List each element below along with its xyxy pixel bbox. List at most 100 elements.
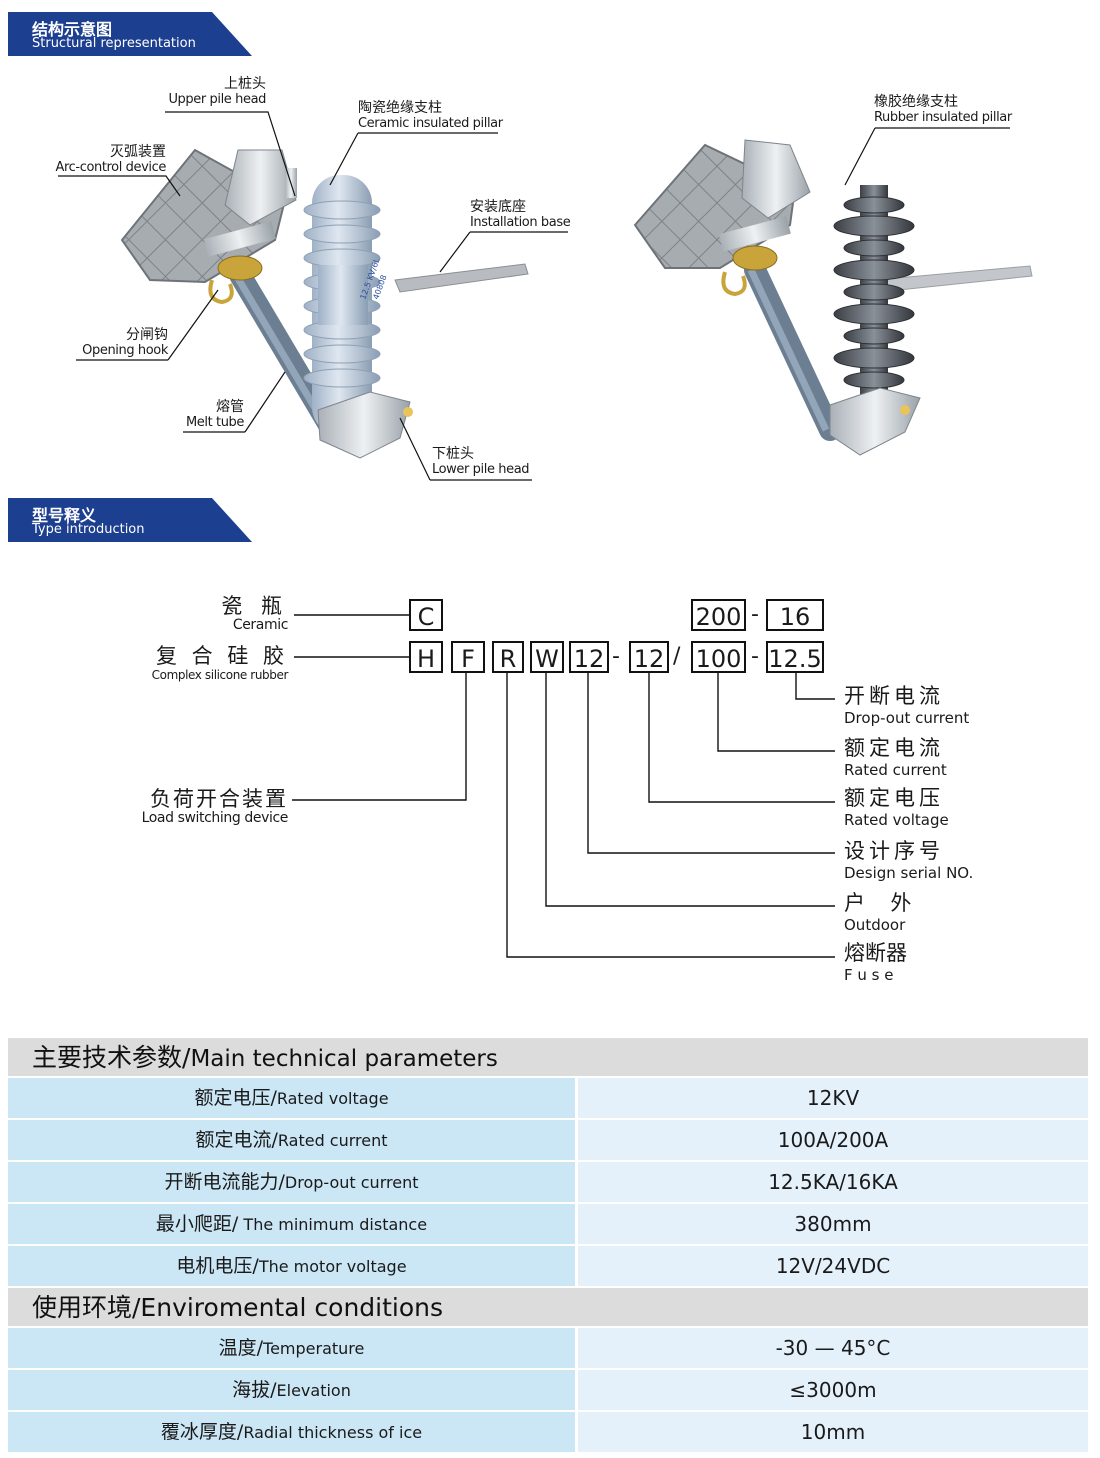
label-ceramic-pillar: 陶瓷绝缘支柱 Ceramic insulated pillar — [358, 100, 503, 132]
label-ceramic-pillar-en: Ceramic insulated pillar — [358, 116, 503, 131]
label-rubber-pillar-zh: 橡胶绝缘支柱 — [874, 94, 958, 110]
row-label: 温度/Temperature — [8, 1328, 575, 1368]
ceramic-fuse-drawing: 12.5 KV/6L 40808 — [120, 148, 529, 459]
label-opening-hook-en: Opening hook — [82, 343, 168, 358]
row-label-en: Rated voltage — [276, 1089, 389, 1108]
label-ceramic-pillar-zh: 陶瓷绝缘支柱 — [358, 100, 442, 116]
code-box-dropout-top: 16 — [766, 599, 824, 631]
banner-title-zh: 结构示意图 — [32, 20, 113, 39]
row-value: 12KV — [578, 1078, 1088, 1118]
row-value: 10mm — [578, 1412, 1088, 1452]
row-label-en: Temperature — [263, 1339, 365, 1358]
label-lower-pile-head-en: Lower pile head — [432, 462, 530, 477]
code-box-f: F — [451, 641, 485, 673]
label-installation-base-en: Installation base — [470, 215, 571, 230]
label-lower-pile-head: 下桩头 Lower pile head — [432, 446, 530, 478]
row-value: -30 — 45°C — [578, 1328, 1088, 1368]
type-label-complex-en: Complex silicone rubber — [151, 668, 289, 682]
banner-shape — [8, 12, 252, 56]
row-value: 12.5KA/16KA — [578, 1162, 1088, 1202]
main-params-header: 主要技术参数/Main technical parameters — [8, 1038, 1088, 1076]
type-label-complex-zh: 复 合 硅 胶 — [155, 644, 288, 668]
label-rubber-pillar: 橡胶绝缘支柱 Rubber insulated pillar — [874, 94, 1012, 126]
type-label-load-switch: 负荷开合装置 Load switching device — [120, 788, 289, 826]
parameters-table: 主要技术参数/Main technical parameters 额定电压/Ra… — [8, 1038, 1088, 1452]
code-box-current-bottom: 100 — [691, 641, 746, 673]
type-right-design-serial-en: Design serial NO. — [844, 864, 974, 882]
section-banner-structure: 结构示意图 Structural representation — [8, 12, 252, 56]
row-label-zh: 额定电压/ — [194, 1087, 277, 1109]
code-box-w: W — [530, 641, 564, 673]
row-label-en: The minimum distance — [238, 1215, 428, 1234]
row-label-en: Radial thickness of ice — [243, 1423, 423, 1442]
label-arc-control-en: Arc-control device — [55, 160, 167, 175]
type-label-ceramic: 瓷 瓶 Ceramic — [150, 595, 288, 633]
type-right-rated-current: 额定电流 Rated current — [844, 737, 947, 781]
label-opening-hook-zh: 分闸钩 — [126, 327, 168, 343]
label-rubber-pillar-en: Rubber insulated pillar — [874, 110, 1012, 125]
code-box-design: 12 — [569, 641, 609, 673]
label-lower-pile-head-zh: 下桩头 — [432, 446, 474, 462]
label-arc-control-zh: 灭弧装置 — [110, 144, 166, 160]
row-label: 额定电压/Rated voltage — [8, 1078, 575, 1118]
row-label-en: Rated current — [277, 1131, 388, 1150]
label-arc-control: 灭弧装置 Arc-control device — [40, 144, 167, 176]
row-label: 开断电流能力/Drop-out current — [8, 1162, 575, 1202]
code-box-r: R — [492, 641, 524, 673]
code-box-c: C — [409, 599, 443, 631]
label-upper-pile-head-en: Upper pile head — [168, 92, 266, 107]
code-box-current-top: 200 — [691, 599, 746, 631]
type-right-rated-voltage-en: Rated voltage — [844, 811, 949, 829]
code-box-dropout-bottom: 12.5 — [766, 641, 824, 673]
banner-title-en: Structural representation — [32, 36, 196, 51]
code-slash: / — [673, 644, 681, 669]
type-right-rated-voltage-zh: 额定电压 — [844, 786, 944, 810]
type-label-load-switch-en: Load switching device — [141, 810, 289, 826]
row-label-zh: 额定电流/ — [195, 1129, 278, 1151]
row-label-zh: 温度/ — [218, 1337, 264, 1359]
type-right-fuse: 熔断器 F u s e — [844, 942, 907, 986]
banner-title-en: Type introduction — [32, 522, 145, 537]
type-right-outdoor-en: Outdoor — [844, 916, 906, 934]
rubber-fuse-drawing — [633, 139, 1033, 456]
row-label-zh: 海拔/ — [232, 1379, 277, 1401]
type-right-outdoor-zh: 户 外 — [844, 891, 916, 915]
type-right-design-serial: 设计序号 Design serial NO. — [844, 840, 973, 884]
row-label-en: The motor voltage — [258, 1257, 407, 1276]
row-value: 100A/200A — [578, 1120, 1088, 1160]
row-label: 最小爬距/ The minimum distance — [8, 1204, 575, 1244]
row-label-zh: 覆冰厚度/ — [160, 1421, 244, 1443]
banner-title-zh: 型号释义 — [32, 506, 97, 525]
row-label: 海拔/Elevation — [8, 1370, 575, 1410]
type-right-dropout-en: Drop-out current — [844, 709, 970, 727]
label-melt-tube-en: Melt tube — [185, 415, 244, 430]
row-value: ≤3000m — [578, 1370, 1088, 1410]
row-label-zh: 电机电压/ — [176, 1255, 259, 1277]
label-installation-base: 安装底座 Installation base — [470, 199, 571, 231]
type-label-ceramic-zh: 瓷 瓶 — [221, 594, 288, 618]
code-dash-1: - — [612, 644, 620, 669]
type-right-rated-current-en: Rated current — [844, 761, 947, 779]
type-code-leader-lines — [292, 614, 835, 958]
label-melt-tube: 熔管 Melt tube — [160, 399, 244, 431]
label-opening-hook: 分闸钩 Opening hook — [60, 327, 168, 359]
label-installation-base-zh: 安装底座 — [470, 199, 526, 215]
table-row: 覆冰厚度/Radial thickness of ice 10mm — [8, 1412, 1088, 1452]
table-row: 电机电压/The motor voltage 12V/24VDC — [8, 1246, 1088, 1286]
type-right-dropout-zh: 开断电流 — [844, 684, 944, 708]
type-right-fuse-en: F u s e — [844, 966, 894, 984]
fuse-illustrations: 12.5 KV/6L 40808 — [58, 111, 1033, 481]
type-right-dropout: 开断电流 Drop-out current — [844, 685, 969, 729]
code-box-h: H — [409, 641, 443, 673]
type-right-design-serial-zh: 设计序号 — [844, 839, 944, 863]
type-label-ceramic-en: Ceramic — [232, 617, 289, 633]
row-label-zh: 开断电流能力/ — [164, 1171, 285, 1193]
table-row: 温度/Temperature -30 — 45°C — [8, 1328, 1088, 1368]
main-params-title-zh: 主要技术参数/ — [32, 1043, 191, 1072]
banner-shape — [8, 498, 252, 542]
row-label: 电机电压/The motor voltage — [8, 1246, 575, 1286]
row-label: 覆冰厚度/Radial thickness of ice — [8, 1412, 575, 1452]
label-upper-pile-head-zh: 上桩头 — [224, 76, 266, 92]
table-row: 海拔/Elevation ≤3000m — [8, 1370, 1088, 1410]
type-right-rated-current-zh: 额定电流 — [844, 736, 944, 760]
